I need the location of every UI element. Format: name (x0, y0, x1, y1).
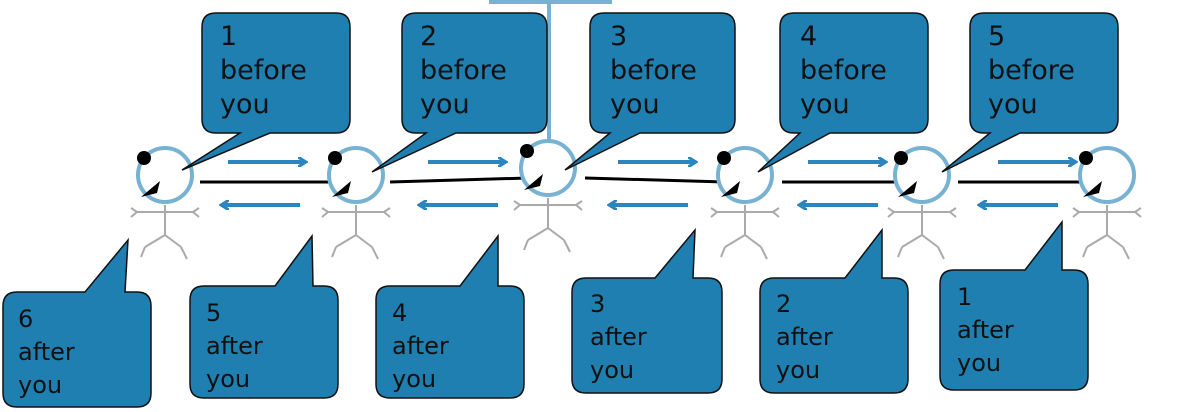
eye-icon (894, 151, 908, 165)
speech-bubble-before-3 (564, 12, 736, 171)
speech-bubble-after-4 (375, 233, 525, 399)
eye-icon (1079, 151, 1093, 165)
speech-bubble-after-5 (189, 233, 339, 399)
mouth-icon (332, 181, 351, 197)
speech-bubble-after-6 (2, 237, 152, 408)
top-pole (489, 0, 612, 150)
mouth-icon (524, 174, 543, 190)
speech-bubble-after-2 (759, 227, 909, 394)
mouth-icon (898, 181, 917, 197)
mouth-icon (1083, 181, 1102, 197)
rope-line (200, 176, 1082, 184)
speech-bubble-after-3 (571, 227, 723, 394)
figure-5-stick-figure (887, 146, 957, 260)
eye-icon (328, 151, 342, 165)
mouth-icon (721, 181, 740, 197)
mouth-icon (141, 181, 160, 197)
eye-icon (717, 151, 731, 165)
speech-bubble-before-1 (181, 12, 351, 171)
figure-1-stick-figure (130, 146, 200, 260)
speech-bubble-before-2 (371, 12, 548, 173)
figure-4-stick-figure (710, 146, 780, 260)
figure-3-stick-figure (513, 139, 583, 253)
figure-2-stick-figure (321, 146, 391, 260)
speech-bubble-before-5 (941, 12, 1119, 173)
speech-bubble-before-4 (757, 12, 929, 173)
figure-6-stick-figure (1072, 146, 1142, 260)
eye-icon (520, 144, 534, 158)
speech-bubble-after-1 (939, 219, 1089, 391)
eye-icon (137, 151, 151, 165)
